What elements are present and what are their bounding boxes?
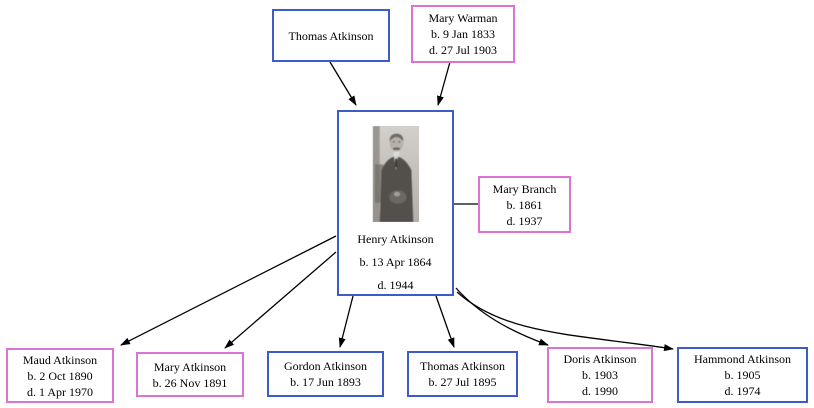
birth-date: b. 17 Jun 1893 [290,375,361,389]
node-hammond-atkinson[interactable]: Hammond Atkinson b. 1905 d. 1974 [677,347,808,403]
node-mary-branch[interactable]: Mary Branch b. 1861 d. 1937 [478,176,571,233]
person-name: Henry Atkinson [357,232,434,246]
birth-date: b. 27 Jul 1895 [428,375,497,389]
birth-date: b. 26 Nov 1891 [152,375,228,390]
person-name: Doris Atkinson [563,352,637,366]
birth-date: b. 9 Jan 1833 [431,27,495,41]
death-date: d. 27 Jul 1903 [428,43,497,57]
birth-date: b. 1903 [582,368,618,382]
birth-date: b. 2 Oct 1890 [27,368,93,383]
edge-henry-to-mary [224,251,337,349]
death-date: d. 1990 [582,384,618,398]
person-name: Mary Warman [428,11,498,25]
birth-date: b. 1861 [506,197,543,212]
person-name: Mary Branch [492,181,557,196]
person-name: Gordon Atkinson [283,359,367,373]
birth-date: b. 1905 [724,368,761,382]
node-mary-warman[interactable]: Mary Warman b. 9 Jan 1833 d. 27 Jul 1903 [411,5,515,63]
edge-henry-to-thomas [435,295,455,348]
node-thomas-atkinson-father[interactable]: Thomas Atkinson [272,9,390,62]
birth-date: b. 13 Apr 1864 [359,255,432,269]
person-name: Mary Atkinson [153,359,227,374]
node-gordon-atkinson[interactable]: Gordon Atkinson b. 17 Jun 1893 [267,351,384,397]
henry-portrait-photo [372,126,419,222]
person-name: Hammond Atkinson [693,352,791,366]
node-doris-atkinson[interactable]: Doris Atkinson b. 1903 d. 1990 [547,347,653,403]
death-date: d. 1 Apr 1970 [27,384,93,399]
node-mary-atkinson[interactable]: Mary Atkinson b. 26 Nov 1891 [136,352,244,397]
death-date: d. 1974 [724,384,761,398]
node-henry-atkinson[interactable]: Henry Atkinson b. 13 Apr 1864 d. 1944 [337,110,454,296]
person-name: Thomas Atkinson [288,28,374,43]
node-thomas-atkinson-child[interactable]: Thomas Atkinson b. 27 Jul 1895 [407,351,518,397]
death-date: d. 1944 [377,278,414,292]
edge-henry-to-gordon [338,295,354,348]
person-name: Thomas Atkinson [419,359,505,373]
edge-mother-to-henry [437,61,451,106]
person-name: Maud Atkinson [22,352,98,367]
edge-henry-to-hammond [456,291,674,352]
death-date: d. 1937 [506,213,543,228]
edge-henry-to-maud [120,235,337,346]
edge-henry-to-doris [455,287,549,346]
node-maud-atkinson[interactable]: Maud Atkinson b. 2 Oct 1890 d. 1 Apr 197… [6,348,114,403]
edge-father-to-henry [329,61,357,106]
